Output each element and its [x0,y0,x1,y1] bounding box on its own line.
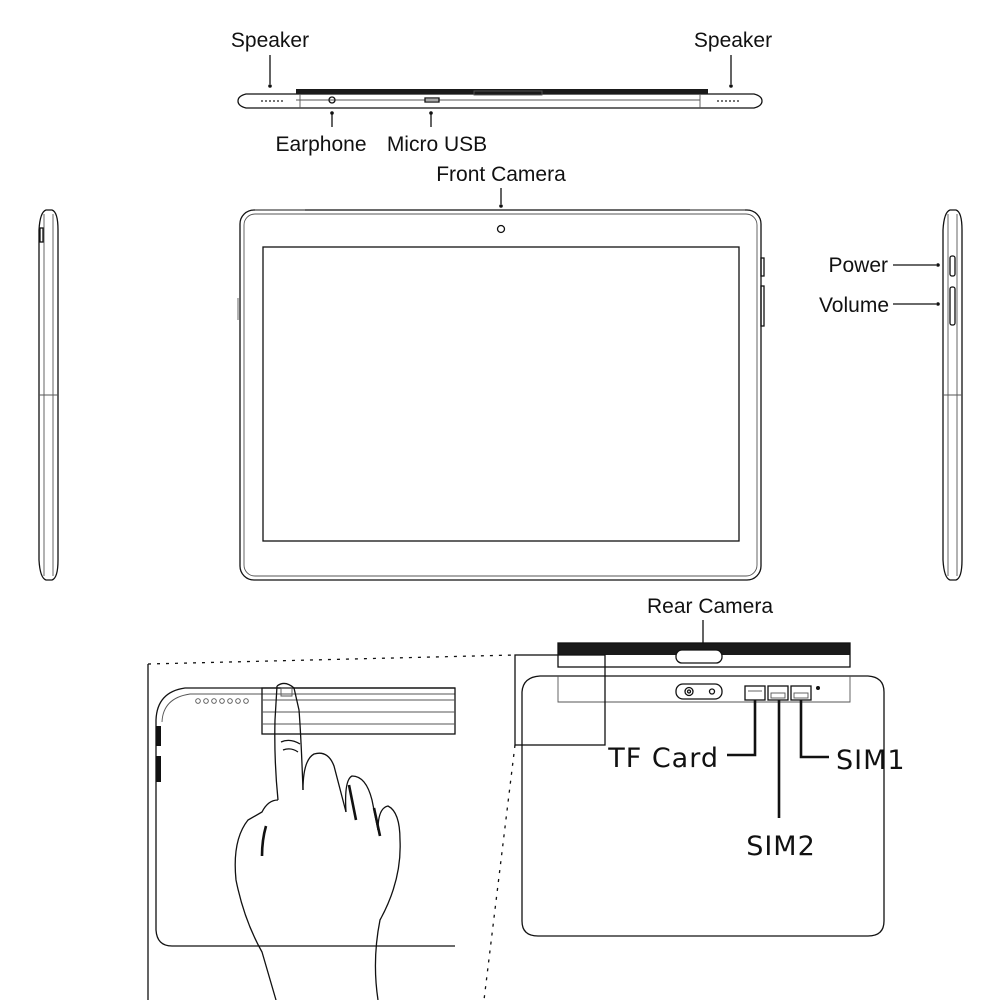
rear-slot-view: Rear Camera TF Card [514,595,906,937]
label-speaker-right: Speaker [694,29,772,52]
label-speaker-left: Speaker [231,29,309,52]
label-front-camera: Front Camera [436,163,566,186]
label-rear-camera: Rear Camera [647,595,773,618]
right-side-view: Power Volume [819,209,963,581]
card-slot-tray-icon [744,685,820,701]
label-micro-usb: Micro USB [387,133,487,156]
left-speaker-grille [261,100,283,102]
label-volume: Volume [819,294,889,317]
left-side-view [38,209,59,581]
top-edge-view: Speaker Speaker Earphone Micro USB [231,29,772,156]
card-insertion-inset [147,654,516,1000]
volume-button-icon [949,286,956,326]
micro-usb-port-icon [424,97,440,103]
label-sim2: SIM2 [746,831,816,862]
front-view: Front Camera [237,163,765,581]
label-earphone: Earphone [275,133,366,156]
earphone-jack-icon [310,96,336,104]
right-speaker-grille [717,100,739,102]
hand-icon [234,682,401,1000]
label-power: Power [828,254,888,277]
front-camera-icon [496,224,506,234]
power-button-icon [949,255,956,277]
label-sim1: SIM1 [836,745,906,776]
label-tf-card: TF Card [607,743,719,774]
rear-camera-icon [675,683,723,700]
inset-speaker-dots [195,698,249,704]
